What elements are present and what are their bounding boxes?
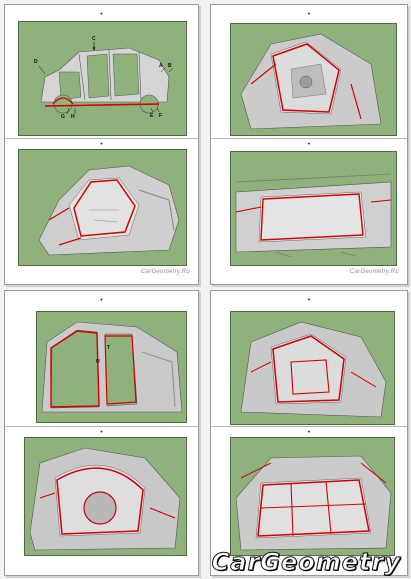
section-divider	[211, 138, 407, 139]
callout-label: H	[71, 114, 75, 120]
callout-label: D	[34, 59, 38, 65]
page-marker: •	[100, 297, 103, 304]
document-page-4: • • CarGeometry.Ru	[210, 290, 408, 576]
figure-door-openings: T U	[36, 311, 187, 423]
side-body-illustration	[38, 42, 174, 115]
door-openings-illustration	[41, 321, 183, 413]
watermark-text: CarGeometry.Ru	[349, 269, 399, 275]
page-marker: •	[307, 429, 311, 436]
page-marker: •	[100, 141, 103, 148]
document-page-1: • C D A B G H E F •	[4, 4, 199, 285]
figure-rear-quarter	[18, 149, 187, 266]
rear-wheelhouse-illustration	[29, 447, 181, 551]
section-divider	[211, 426, 407, 427]
page-marker: •	[100, 429, 103, 436]
section-divider	[5, 426, 198, 427]
page-marker: •	[307, 297, 311, 304]
rear-floor-illustration	[235, 455, 392, 551]
figure-rear-floor	[230, 437, 395, 556]
rear-quarter-illustration	[38, 165, 180, 256]
watermark-text: CarGeometry.Ru	[140, 269, 190, 275]
document-page-3: • T U •	[4, 290, 199, 576]
callout-label: T	[107, 345, 111, 351]
callout-label: U	[96, 359, 100, 365]
figure-rear-pillar	[230, 23, 397, 136]
callout-label: B	[168, 63, 172, 69]
figure-inner-quarter	[230, 311, 395, 425]
callout-label: E	[150, 113, 154, 119]
watermark-text: CarGeometry.Ru	[349, 559, 399, 565]
side-sill-illustration	[235, 173, 392, 258]
callout-label: F	[159, 113, 163, 119]
page-marker: •	[307, 11, 311, 18]
figure-side-sill	[230, 151, 397, 266]
figure-rear-wheelhouse	[24, 437, 187, 556]
callout-label: G	[61, 114, 65, 120]
document-page-2: • • CarGeometry.Ru	[210, 4, 408, 285]
callout-label: C	[92, 36, 96, 42]
inner-quarter-illustration	[240, 321, 387, 418]
rear-pillar-illustration	[240, 33, 382, 130]
callout-label: A	[159, 63, 163, 69]
page-marker: •	[307, 141, 311, 148]
figure-side-body: C D A B G H E F	[18, 21, 187, 136]
section-divider	[5, 138, 198, 139]
site-logo: CarGeometry	[211, 548, 401, 577]
page-marker: •	[100, 11, 103, 18]
